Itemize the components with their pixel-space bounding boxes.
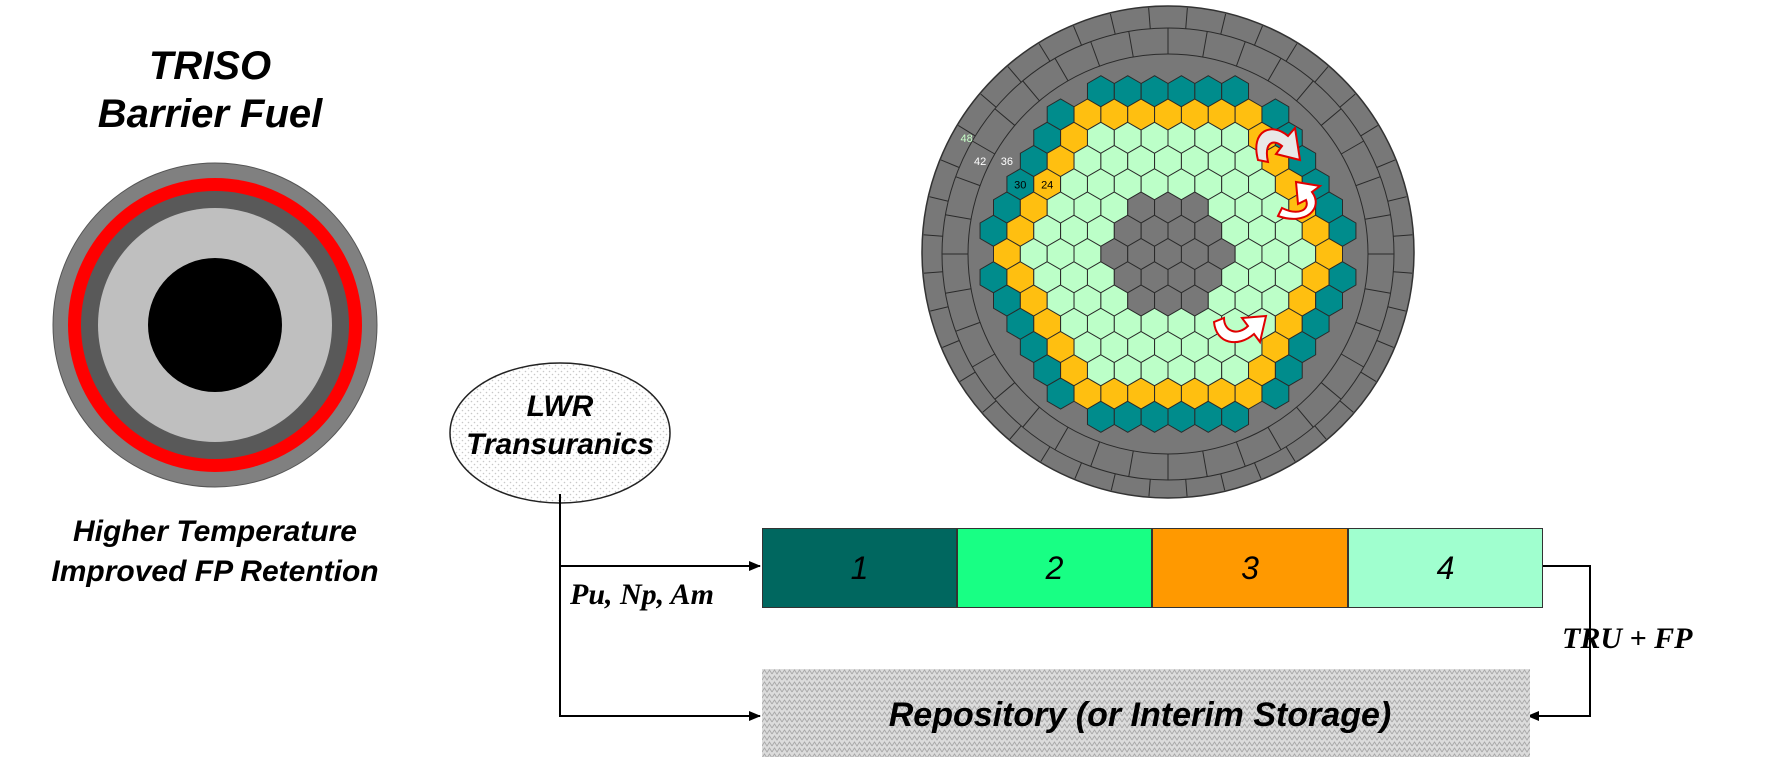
reflector-cell-divider — [1339, 91, 1359, 108]
reflector-cell-divider — [972, 140, 996, 155]
hex-block — [1328, 214, 1357, 247]
triso-title-line1: TRISO — [148, 44, 272, 88]
reflector-cell-divider — [1393, 271, 1413, 275]
reflector-cell-divider — [1202, 31, 1208, 58]
reflector-cell-divider — [923, 271, 943, 275]
reflector-cell-divider — [1202, 450, 1208, 477]
reflector-cell-divider — [1285, 40, 1300, 62]
reflector-cell-divider — [945, 288, 972, 294]
reflector-cell-divider — [972, 353, 996, 368]
reflector-cell-divider — [1022, 406, 1040, 428]
output-tru-fp-label: TRU + FP — [1562, 622, 1693, 655]
reflector-cell-divider — [1185, 479, 1189, 497]
triso-caption-line2: Improved FP Retention — [51, 555, 379, 588]
reflector-cell-divider — [994, 108, 1016, 126]
reflector-cell-divider — [1320, 108, 1342, 126]
reflector-cell-divider — [1036, 40, 1051, 62]
reflector-cell-divider — [1005, 63, 1022, 83]
reflector-cell-divider — [1147, 7, 1151, 29]
reflector-cell-divider — [1320, 382, 1342, 400]
reflector-cell-divider — [1340, 140, 1364, 155]
reflector-cell-divider — [1185, 7, 1189, 29]
shuffle-arrow-icon — [1276, 180, 1323, 220]
reflector-cell-divider — [1128, 450, 1134, 477]
reflector-cell-divider — [1128, 31, 1134, 58]
reflector-cell-divider — [945, 214, 972, 220]
reflector-cell-divider — [977, 91, 997, 108]
reflector-cell-divider — [1109, 10, 1116, 35]
triso-particle-diagram — [52, 162, 378, 488]
fuel-kernel — [148, 258, 282, 392]
reflector-ring — [941, 27, 1395, 481]
stage-label-4: 4 — [1436, 549, 1455, 586]
input-isotopes-label: Pu, Np, Am — [570, 578, 714, 611]
outer-reflector — [923, 7, 1413, 497]
reflector-cell-divider — [923, 233, 943, 237]
reflector-cell-divider — [1296, 406, 1314, 428]
lwr-label: LWR Transuranics — [440, 388, 680, 464]
reflector-cell-divider — [1340, 353, 1364, 368]
lwr-label-line2: Transuranics — [466, 428, 654, 461]
stage-label-2: 2 — [1045, 549, 1064, 586]
reflector-cell-divider — [1054, 426, 1069, 450]
reflector-cell-divider — [1364, 288, 1391, 294]
reflector-cell-divider — [1071, 22, 1082, 46]
reflector-cell-divider — [1355, 176, 1381, 187]
reflector-cell-divider — [955, 176, 981, 187]
ring-number-label: 48 — [960, 133, 972, 145]
triso-title-line2: Barrier Fuel — [97, 92, 323, 136]
reflector-cell-divider — [1314, 63, 1331, 83]
reflector-cell-divider — [1393, 233, 1413, 237]
reflector-cell-divider — [955, 321, 981, 332]
reflector-cell-divider — [954, 122, 976, 137]
hex-block — [1328, 261, 1357, 294]
stage-box-2: 2 — [957, 528, 1152, 608]
reflector-cell-divider — [1235, 441, 1246, 467]
triso-caption-line1: Higher Temperature — [73, 515, 357, 548]
stage-box-3: 3 — [1152, 528, 1348, 608]
reflector-cell-divider — [1364, 214, 1391, 220]
triso-caption: Higher Temperature Improved FP Retention — [15, 512, 415, 592]
hex-block-grid — [979, 75, 1357, 433]
stage-box-4: 4 — [1348, 528, 1543, 608]
reflector-cell-divider — [1267, 58, 1282, 82]
triso-title: TRISO Barrier Fuel — [40, 42, 380, 138]
shuffle-arrow-icon — [1255, 125, 1302, 164]
reflector-cell-divider — [1254, 22, 1265, 46]
repository-box — [762, 669, 1530, 757]
reflector-cell-divider — [1054, 58, 1069, 82]
reflector-cell-divider — [1267, 426, 1282, 450]
ring-number-label: 24 — [1041, 179, 1053, 191]
stage-label-1: 1 — [850, 549, 869, 586]
repository-label: Repository (or Interim Storage) — [888, 696, 1392, 734]
reflector-cell-divider — [994, 382, 1016, 400]
reflector-cell-divider — [1147, 479, 1151, 497]
shuffle-arrow-icon — [1212, 314, 1268, 345]
reflector-cell-divider — [1220, 10, 1227, 35]
stage-label-3: 3 — [1241, 549, 1259, 586]
reflector-cell-divider — [1090, 41, 1101, 67]
reflector-cell-divider — [1360, 122, 1382, 137]
reflector-cell-divider — [1296, 80, 1314, 102]
ring-number-label: 42 — [974, 156, 986, 168]
reflector-cell-divider — [1090, 441, 1101, 467]
ring-number-label: 36 — [1001, 156, 1013, 168]
reflector-cell-divider — [1235, 41, 1246, 67]
shuffle-arrows — [1212, 125, 1323, 345]
reflector-cell-divider — [1355, 321, 1381, 332]
stage-box-1: 1 — [762, 528, 957, 608]
reflector-cell-divider — [1022, 80, 1040, 102]
lwr-label-line1: LWR — [526, 390, 594, 423]
ring-number-label: 30 — [1014, 179, 1026, 191]
